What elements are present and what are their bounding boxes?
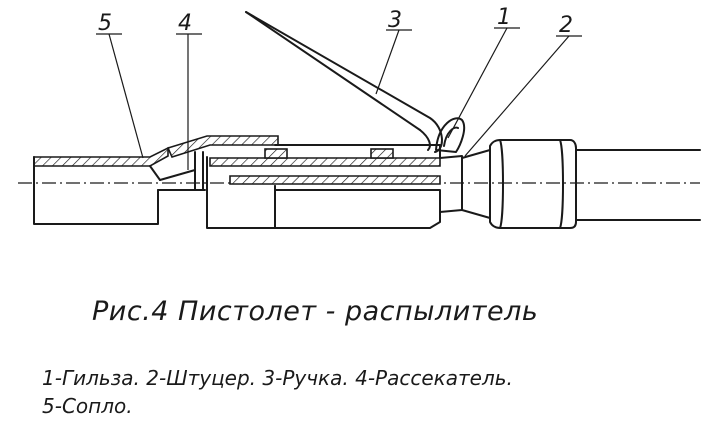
- callout-3: 3: [388, 8, 402, 33]
- fitting-part-2: [439, 139, 701, 229]
- leader-lines: [96, 27, 582, 170]
- nozzle-part-5: [33, 146, 206, 225]
- seal-ring-right: [370, 148, 394, 159]
- legend-line-2: 5-Сопло.: [42, 394, 133, 418]
- callout-2: 2: [559, 13, 573, 38]
- handle-part-3: [245, 11, 443, 153]
- callout-4: 4: [178, 11, 192, 36]
- seal-ring-left: [264, 148, 288, 159]
- callout-5: 5: [98, 11, 112, 36]
- callout-1: 1: [497, 5, 511, 30]
- figure-title: Рис.4 Пистолет - распылитель: [92, 296, 539, 327]
- inner-tube: [209, 144, 441, 229]
- legend-line-1: 1-Гильза. 2-Штуцер. 3-Ручка. 4-Рассекате…: [42, 366, 513, 390]
- sleeve-part-1: [435, 117, 466, 153]
